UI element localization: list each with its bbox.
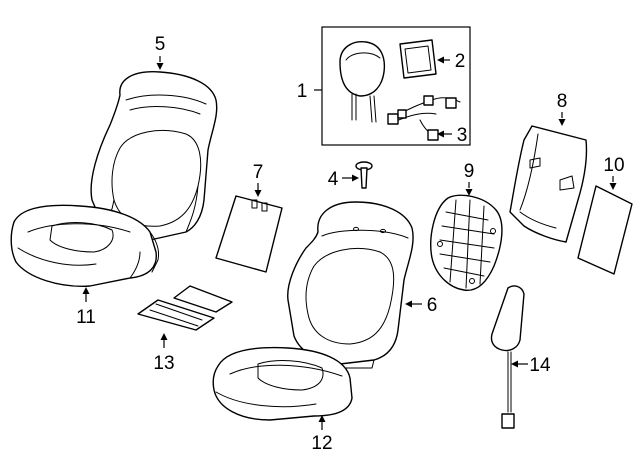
callout-3: 3 bbox=[457, 125, 468, 146]
callout-11: 11 bbox=[76, 307, 96, 328]
callout-13: 13 bbox=[153, 353, 174, 374]
callout-10: 10 bbox=[603, 155, 624, 176]
callout-6: 6 bbox=[427, 295, 438, 316]
headrest-kit-box bbox=[321, 26, 471, 146]
back-panel-sheet-part bbox=[215, 195, 283, 273]
side-airbag-module-part bbox=[490, 285, 525, 429]
callout-2: 2 bbox=[455, 51, 466, 72]
seat-back-cover-center-part bbox=[287, 201, 414, 369]
callout-9: 9 bbox=[464, 161, 475, 182]
headrest-screen-part bbox=[399, 39, 437, 79]
wire-harness-part bbox=[387, 95, 461, 141]
callout-12: 12 bbox=[311, 433, 332, 454]
callout-5: 5 bbox=[155, 34, 166, 55]
seat-cushion-cover-center-part bbox=[212, 346, 353, 421]
callout-labels: 1 2 3 4 5 6 7 8 9 10 11 12 13 14 bbox=[76, 34, 624, 454]
leader-lines bbox=[82, 56, 617, 430]
seat-heater-mat-part bbox=[137, 285, 233, 331]
callout-14: 14 bbox=[529, 355, 551, 376]
callout-7: 7 bbox=[253, 162, 264, 183]
back-pad-sheet-part bbox=[577, 185, 633, 275]
seat-back-frame-part bbox=[430, 194, 503, 291]
headrest-part bbox=[339, 41, 386, 123]
callout-4: 4 bbox=[328, 169, 339, 190]
bolt-part bbox=[355, 161, 373, 189]
seat-cushion-cover-left-part bbox=[10, 204, 159, 287]
seat-back-cover-part bbox=[90, 71, 218, 241]
seat-back-board-part bbox=[509, 125, 588, 243]
callout-1: 1 bbox=[297, 81, 308, 102]
callout-8: 8 bbox=[557, 91, 568, 112]
